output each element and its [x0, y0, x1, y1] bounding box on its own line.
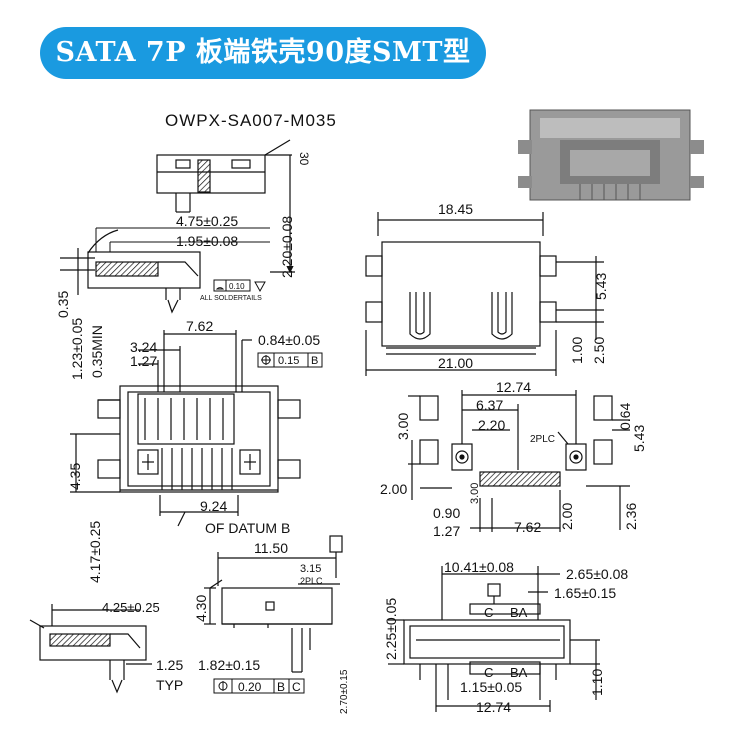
dim-2-20b: 2.20 — [478, 417, 505, 433]
side-detail-bottom-left — [29, 604, 152, 694]
dim-1-95: 1.95±0.08 — [176, 233, 238, 249]
dim-3-15: 3.15 — [300, 563, 321, 575]
dim-3-00b: 3.00 — [469, 483, 481, 504]
title-banner: SATA 7P 板端铁壳90度SMT型 — [40, 27, 486, 79]
dim-12-74b: 12.74 — [476, 699, 511, 715]
dim-5-43b: 5.43 — [631, 425, 647, 452]
typ-label: TYP — [156, 677, 183, 693]
dim-9-24: 9.24 — [200, 498, 227, 514]
position-tolerance-box — [257, 352, 323, 368]
pos-0-15: 0.15 — [278, 355, 299, 367]
label-c: C — [484, 605, 493, 620]
dim-7-62b: 7.62 — [514, 519, 541, 535]
dim-1-27: 1.27 — [130, 353, 157, 369]
dim-2-70: 2.70±0.15 — [339, 669, 350, 714]
dim-3-24: 3.24 — [130, 339, 157, 355]
dim-2-20: 2.20±0.08 — [279, 216, 295, 278]
dim-0-64: 0.64 — [617, 403, 633, 430]
label-ba-2: BA — [510, 665, 528, 680]
page-title: SATA 7P 板端铁壳90度SMT型 — [55, 37, 471, 68]
flatness-value: 0.10 — [229, 282, 245, 291]
dim-0-84: 0.84±0.05 — [258, 332, 320, 348]
dim-2-65: 2.65±0.08 — [566, 566, 628, 582]
dim-4-75: 4.75±0.25 — [176, 213, 238, 229]
dim-1-00: 1.00 — [569, 337, 585, 364]
pcb-footprint — [408, 390, 630, 532]
plc-2: 2PLC — [530, 434, 555, 445]
label-ba: BA — [510, 605, 528, 620]
dim-21-00: 21.00 — [438, 355, 473, 371]
datum-b: B — [311, 355, 318, 367]
of-datum-b: OF DATUM B — [205, 520, 290, 536]
label-c-2: C — [484, 665, 493, 680]
dim-7-62: 7.62 — [186, 318, 213, 334]
dim-2-00: 2.00 — [380, 481, 407, 497]
dim-4-35: 4.35 — [67, 463, 83, 490]
pos-0-20: 0.20 — [238, 680, 262, 694]
dim-3-00: 3.00 — [395, 413, 411, 440]
dim-2-25: 2.25±0.05 — [383, 598, 399, 660]
flatness-box — [213, 279, 251, 292]
all-soldertails-note: ALL SOLDERTAILS — [200, 295, 262, 302]
dim-1-82: 1.82±0.15 — [198, 657, 260, 673]
dim-1-15: 1.15±0.05 — [460, 679, 522, 695]
dim-11-50: 11.50 — [254, 540, 288, 556]
product-photo — [518, 109, 704, 201]
rear-view — [388, 566, 600, 712]
dim-5-43: 5.43 — [593, 273, 609, 300]
dim-4-30: 4.30 — [193, 595, 209, 622]
front-view — [70, 330, 301, 527]
datum-bc-c: C — [292, 680, 301, 694]
dim-2-50: 2.50 — [591, 337, 607, 364]
dim-0-35min: 0.35MIN — [89, 325, 105, 378]
dim-0-90: 0.90 — [433, 505, 460, 521]
side-view-bottom — [204, 535, 343, 673]
side-view-top — [156, 139, 295, 274]
part-number: OWPX-SA007-M035 — [165, 111, 337, 130]
dim-10-41: 10.41±0.08 — [444, 559, 514, 575]
dim-2-36: 2.36 — [623, 503, 639, 530]
dim-4-17: 4.17±0.25 — [87, 521, 103, 583]
solder-tail-detail — [60, 229, 201, 314]
position-tolerance-box-2 — [213, 678, 305, 694]
dim-12-74: 12.74 — [496, 379, 531, 395]
dim-1-65: 1.65±0.15 — [554, 585, 616, 601]
dim-1-27b: 1.27 — [433, 523, 460, 539]
dim-1-23: 1.23±0.05 — [69, 318, 85, 380]
dim-0-35: 0.35 — [55, 291, 71, 318]
dim-18-45: 18.45 — [438, 201, 473, 217]
datum-bc-b: B — [277, 680, 285, 694]
dim-2-00b: 2.00 — [559, 503, 575, 530]
dim-4-25: 4.25±0.25 — [102, 600, 160, 615]
plc-2b: 2PLC — [300, 576, 323, 586]
top-view-right — [365, 212, 604, 376]
dim-1-10: 1.10 — [589, 669, 605, 696]
dim-angle-30: 30 — [297, 152, 311, 166]
dim-1-25: 1.25 — [156, 657, 183, 673]
dim-6-37: 6.37 — [476, 397, 503, 413]
